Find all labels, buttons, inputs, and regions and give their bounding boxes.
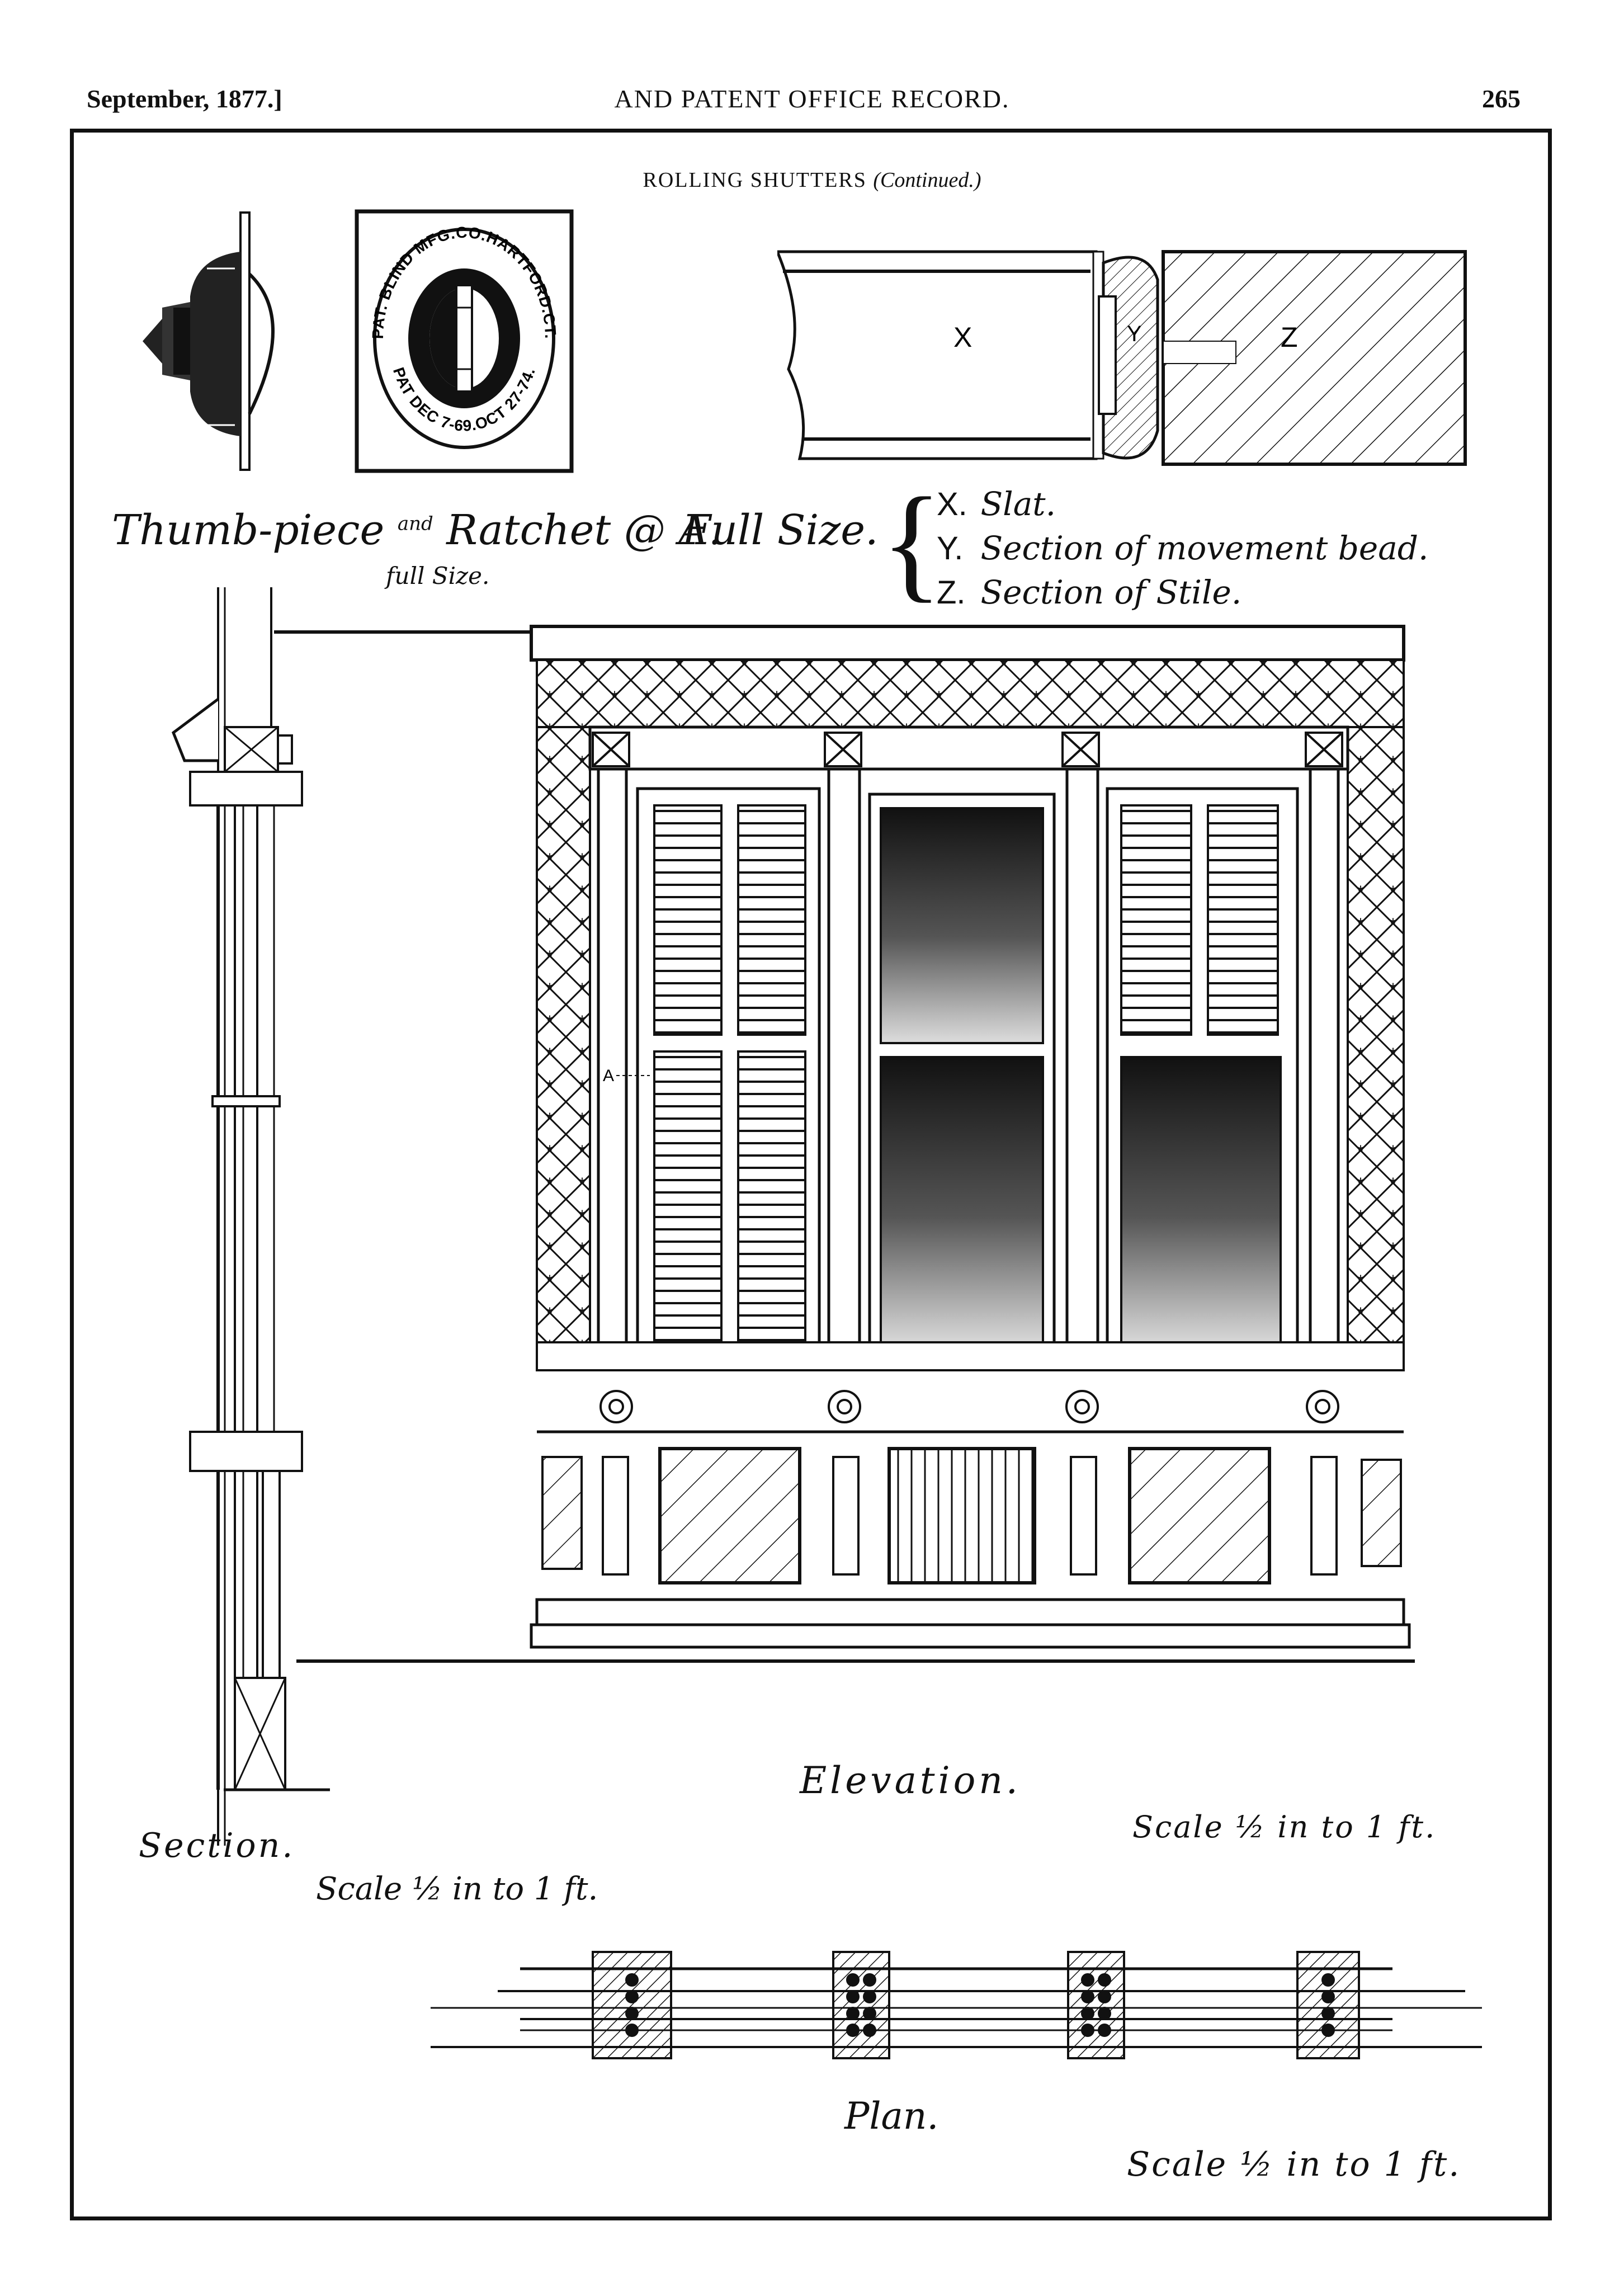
thumb-caption-and: and <box>397 512 433 535</box>
legend-brace: { <box>881 471 943 614</box>
plan-drawing <box>431 1951 1482 2059</box>
thumb-piece-drawing <box>143 211 275 471</box>
elevation-drawing: * <box>274 625 1415 1663</box>
elevation-scale: Scale ½ in to 1 ft. <box>1132 1809 1437 1845</box>
legend: X. Slat. Y. Section of movement bead. Z.… <box>937 482 1428 615</box>
page-number: 265 <box>1482 84 1521 113</box>
header-title: AND PATENT OFFICE RECORD. <box>614 84 1010 113</box>
thumb-caption-part1: Thumb-piece <box>112 506 385 554</box>
elevation-marker-a: A <box>603 1067 614 1085</box>
plan-scale: Scale ½ in to 1 ft. <box>1127 2145 1461 2184</box>
slat-label-z: Z <box>1281 322 1298 353</box>
section-drawing <box>171 587 330 1846</box>
section-scale: Scale ½ in to 1 ft. <box>316 1871 598 1907</box>
slat-label-x: X <box>953 322 972 353</box>
slat-label-y: Y <box>1127 322 1142 346</box>
section-continued: (Continued.) <box>873 168 981 192</box>
section-title-text: ROLLING SHUTTERS <box>643 168 867 192</box>
section-caption: Section. <box>139 1826 295 1865</box>
slat-section-drawing: X Y Z <box>777 250 1467 466</box>
plate-frame <box>70 129 1552 2220</box>
legend-item-z: Z. Section of Stile. <box>937 573 1242 611</box>
thumb-full-size: Full Size. <box>682 506 879 554</box>
slat-labels: X Y Z <box>953 322 1298 353</box>
thumb-caption-part2: Ratchet @ A. <box>446 506 722 554</box>
thumb-caption: Thumb-piece and Ratchet @ A. <box>112 506 721 554</box>
ratchet-stamp-drawing: PAT. BLIND MFG.CO.HARTFORD.CT. PAT DEC 7… <box>355 209 574 473</box>
plan-caption: Plan. <box>844 2095 939 2138</box>
legend-item-y: Y. Section of movement bead. <box>937 529 1429 567</box>
legend-item-x: X. Slat. <box>937 485 1056 523</box>
header-date: September, 1877.] <box>87 84 282 113</box>
section-title: ROLLING SHUTTERS (Continued.) <box>0 168 1624 192</box>
thumb-full-size-small: full Size. <box>386 562 490 589</box>
elevation-caption: Elevation. <box>800 1759 1021 1802</box>
